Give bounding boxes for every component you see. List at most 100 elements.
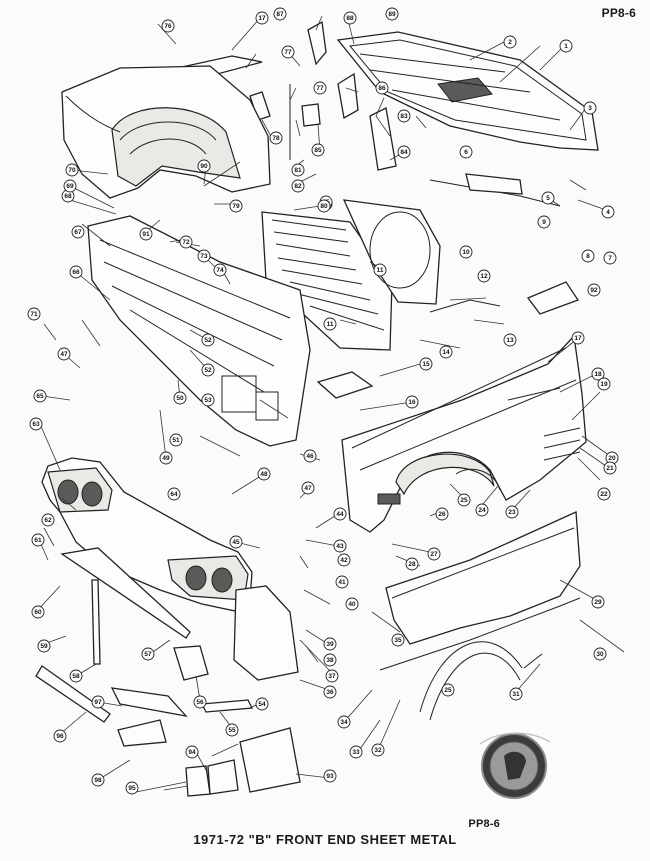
callout-number: 61: [34, 537, 42, 544]
callout-number: 40: [348, 601, 356, 608]
callout-number: 24: [478, 507, 486, 514]
callout-81: 81: [291, 163, 305, 177]
callout-number: 65: [36, 393, 44, 400]
callout-86: 86: [375, 81, 389, 95]
callout-26: 26: [435, 507, 449, 521]
hood-panel: [336, 31, 599, 151]
callout-64: 64: [167, 487, 181, 501]
callout-number: 67: [74, 229, 82, 236]
callout-circle: [439, 345, 453, 359]
callout-number: 45: [232, 539, 240, 546]
callout-number: 71: [30, 311, 38, 318]
callout-circle: [255, 697, 269, 711]
callout-number: 98: [94, 777, 102, 784]
callout-circle: [441, 683, 455, 697]
callout-number: 23: [508, 509, 516, 516]
callout-circle: [281, 45, 295, 59]
callout-number: 48: [260, 471, 268, 478]
callout-circle: [593, 647, 607, 661]
callout-91: 91: [139, 227, 153, 241]
lower-fender-extension: [385, 511, 581, 645]
callout-number: 17: [574, 335, 582, 342]
callout-number: 32: [374, 747, 382, 754]
callout-number: 96: [56, 733, 64, 740]
callout-45: 45: [229, 535, 243, 549]
callout-circle: [587, 283, 601, 297]
callout-circle: [405, 395, 419, 409]
callout-32: 32: [371, 743, 385, 757]
callout-circle: [419, 357, 433, 371]
callout-circle: [597, 487, 611, 501]
page-code-top: PP8-6: [601, 6, 636, 20]
callout-circle: [435, 507, 449, 521]
callout-31: 31: [509, 687, 523, 701]
callout-number: 66: [72, 269, 80, 276]
callout-circle: [291, 179, 305, 193]
callout-number: 34: [340, 719, 348, 726]
callout-circle: [141, 647, 155, 661]
filler-strips: [35, 547, 254, 747]
callout-circle: [603, 461, 617, 475]
callout-number: 82: [294, 183, 302, 190]
callout-number: 95: [128, 785, 136, 792]
callout-circle: [349, 745, 363, 759]
callout-63: 63: [29, 417, 43, 431]
callout-circle: [397, 145, 411, 159]
callout-circle: [571, 331, 585, 345]
callout-92: 92: [587, 283, 601, 297]
callout-number: 1: [564, 43, 568, 50]
callout-number: 97: [94, 699, 102, 706]
callout-circle: [53, 729, 67, 743]
callout-number: 26: [438, 511, 446, 518]
callout-circle: [255, 11, 269, 25]
callout-44: 44: [333, 507, 347, 521]
callout-circle: [371, 743, 385, 757]
callout-48: 48: [257, 467, 271, 481]
radiator-core: [261, 199, 441, 351]
callout-number: 38: [326, 657, 334, 664]
callout-number: 41: [338, 579, 346, 586]
callout-56: 56: [193, 695, 207, 709]
callout-7: 7: [603, 251, 617, 265]
callout-circle: [29, 417, 43, 431]
callout-circle: [301, 481, 315, 495]
callout-29: 29: [591, 595, 605, 609]
callout-43: 43: [333, 539, 347, 553]
callout-circle: [57, 347, 71, 361]
callout-98: 98: [91, 773, 105, 787]
callout-number: 13: [506, 337, 514, 344]
callout-3: 3: [583, 101, 597, 115]
callout-number: 28: [408, 561, 416, 568]
callout-circle: [581, 249, 595, 263]
callout-number: 86: [378, 85, 386, 92]
callout-circle: [323, 685, 337, 699]
callout-number: 50: [176, 395, 184, 402]
callout-circle: [197, 159, 211, 173]
callout-number: 52: [204, 367, 212, 374]
callout-circle: [375, 81, 389, 95]
callout-number: 9: [542, 219, 546, 226]
callout-33: 33: [349, 745, 363, 759]
callout-circle: [509, 687, 523, 701]
callout-78: 78: [269, 131, 283, 145]
callout-circle: [257, 467, 271, 481]
callout-12: 12: [477, 269, 491, 283]
callout-number: 89: [388, 11, 396, 18]
callout-circle: [273, 7, 287, 21]
callout-number: 79: [232, 203, 240, 210]
callout-number: 3: [588, 105, 592, 112]
callout-97: 97: [91, 695, 105, 709]
callout-2: 2: [503, 35, 517, 49]
callout-93: 93: [323, 769, 337, 783]
callout-circle: [139, 227, 153, 241]
callout-55: 55: [225, 723, 239, 737]
callout-number: 21: [606, 465, 614, 472]
callout-number: 88: [346, 15, 354, 22]
callout-number: 6: [464, 149, 468, 156]
callout-number: 78: [272, 135, 280, 142]
inner-fender-wheelhouse: [61, 65, 271, 199]
callout-number: 44: [336, 511, 344, 518]
callout-circle: [537, 215, 551, 229]
radiator-support-panel: [87, 215, 311, 447]
callout-circle: [323, 769, 337, 783]
